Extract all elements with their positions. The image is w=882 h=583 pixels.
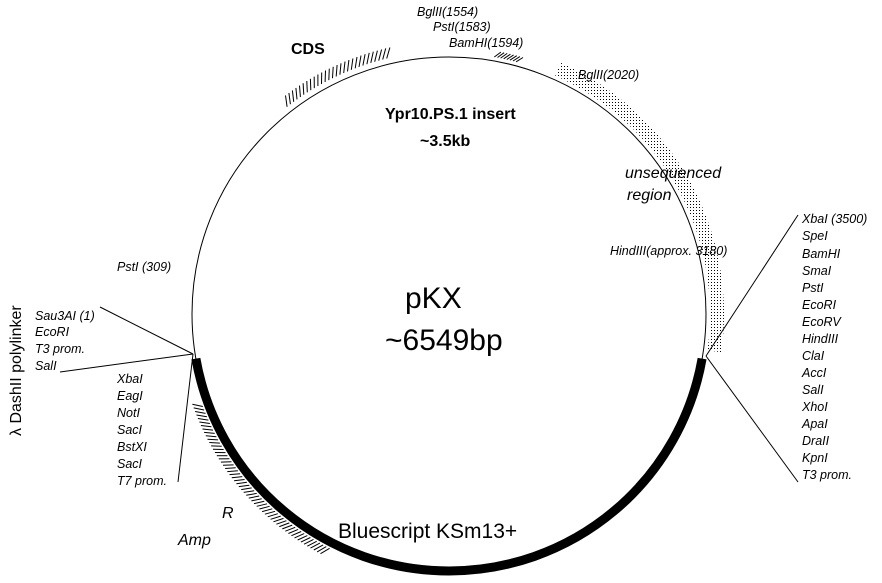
site-bamhi-1594: BamHI(1594) [449, 36, 523, 50]
site-bglii-2020: BglII(2020) [578, 68, 639, 82]
right-site-4: SmaI [802, 264, 832, 278]
plasmid-name: pKX [405, 282, 462, 315]
polylinker-label: λ DashII polylinker [8, 305, 25, 436]
site-bglii-1554: BglII(1554) [417, 5, 478, 19]
restriction-cluster-hatch [494, 51, 524, 63]
site-psti-309: PstI (309) [117, 260, 171, 274]
unsequenced-label-2: region [627, 187, 672, 204]
right-site-2: SpeI [802, 229, 828, 243]
amp-label: Amp [177, 532, 211, 549]
left-lower-site-2: EagI [117, 389, 143, 403]
right-site-15: KpnI [802, 451, 828, 465]
left-site-2: EcoRI [35, 325, 70, 339]
unsequenced-dotted-band [555, 62, 724, 353]
site-hindiii-approx: HindIII(approx. 3180) [610, 244, 727, 258]
right-site-16: T3 prom. [802, 468, 852, 482]
right-site-8: HindIII [802, 332, 839, 346]
right-site-6: EcoRI [802, 298, 837, 312]
insert-name: Ypr10.PS.1 insert [385, 106, 516, 123]
left-lower-site-5: BstXI [117, 440, 147, 454]
left-site-4: SalI [35, 359, 57, 373]
right-site-5: PstI [802, 281, 824, 295]
left-site-3: T3 prom. [35, 342, 85, 356]
left-lower-site-3: NotI [117, 406, 140, 420]
amp-hatched-band [192, 403, 330, 555]
site-psti-1583: PstI(1583) [433, 20, 491, 34]
cds-hatched-band [285, 47, 391, 107]
amp-superscript: R [222, 505, 234, 522]
backbone-label: Bluescript KSm13+ [338, 520, 517, 543]
cds-label: CDS [291, 41, 325, 58]
left-lower-site-7: T7 prom. [117, 474, 167, 488]
right-polylinker-leaders [705, 214, 799, 483]
left-lower-site-6: SacI [117, 457, 143, 471]
unsequenced-label-1: unsequenced [625, 165, 722, 182]
backbone-arc [191, 357, 707, 576]
right-site-11: SalI [802, 383, 824, 397]
right-site-9: ClaI [802, 349, 825, 363]
right-site-10: AccI [801, 366, 827, 380]
right-site-12: XhoI [801, 400, 828, 414]
left-site-1: Sau3AI (1) [35, 309, 95, 323]
right-site-1: XbaI (3500) [801, 212, 867, 226]
plasmid-size: ~6549bp [385, 324, 503, 357]
left-lower-site-4: SacI [117, 423, 143, 437]
left-lower-site-1: XbaI [116, 372, 143, 386]
right-site-7: EcoRV [802, 315, 842, 329]
right-site-14: DraII [802, 434, 830, 448]
insert-size: ~3.5kb [420, 133, 470, 150]
right-site-13: ApaI [801, 417, 828, 431]
left-polylinker-leaders [59, 306, 194, 483]
right-site-3: BamHI [802, 247, 841, 261]
